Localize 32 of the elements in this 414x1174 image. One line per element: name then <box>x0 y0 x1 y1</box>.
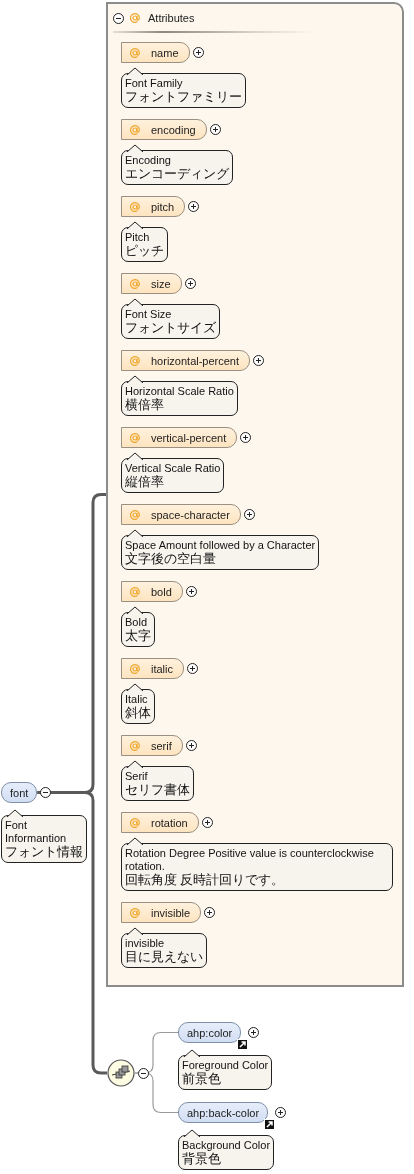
annotation-callout: Font Family フォントファミリー <box>121 67 246 108</box>
annotation-callout: Italic 斜体 <box>121 683 155 724</box>
attribute-pill: rotation <box>121 812 199 833</box>
group-title: Attributes <box>148 12 195 24</box>
annotation-callout: Serif セリフ書体 <box>121 760 194 801</box>
annotation-callout: Font Size フォントサイズ <box>121 298 220 339</box>
attribute-pill: size <box>121 273 182 294</box>
attribute-pill: pitch <box>121 196 186 217</box>
attribute-pill: invisible <box>121 902 202 923</box>
annotation-callout: Horizontal Scale Ratio 横倍率 <box>121 375 238 416</box>
attribute-pill: name <box>121 42 190 63</box>
annotation-callout: Background Color 背景色 <box>178 1129 275 1170</box>
annotation-callout: Pitch ピッチ <box>121 221 168 262</box>
attribute-pill: horizontal-percent <box>121 350 251 371</box>
attribute-pill: bold <box>121 581 183 602</box>
element-pill: font <box>1 782 38 803</box>
annotation-callout: Space Amount followed by a Character 文字後の空白量 <box>121 529 320 570</box>
annotation-callout: Encoding エンコーディング <box>121 144 233 185</box>
attribute-pill: vertical-percent <box>121 427 238 448</box>
attribute-pill: italic <box>121 658 184 679</box>
annotation-callout: Rotation Degree Positive value is counterclockwise rotation. 回転角度 反時計回りです。 <box>121 837 393 891</box>
sequence-compositor <box>107 1059 135 1087</box>
annotation-callout: Bold 太字 <box>121 606 155 647</box>
annotation-callout: invisible 目に見えない <box>121 927 207 968</box>
attribute-pill: encoding <box>121 119 207 140</box>
attribute-pill: serif <box>121 735 183 756</box>
annotation-callout: Font Informantion フォント情報 <box>1 809 87 863</box>
annotation-callout: Foreground Color 前景色 <box>178 1049 273 1090</box>
annotation-callout: Vertical Scale Ratio 縦倍率 <box>121 452 225 493</box>
connector-line <box>134 1072 179 1114</box>
attribute-pill: space-character <box>121 504 241 525</box>
attribute-group <box>106 2 404 987</box>
